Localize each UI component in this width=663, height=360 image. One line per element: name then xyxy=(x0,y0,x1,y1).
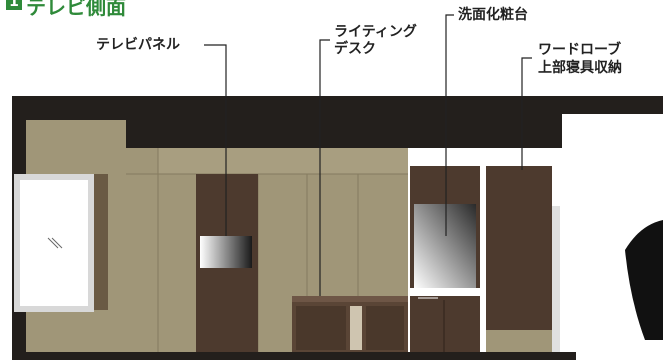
section-title: テレビ側面 xyxy=(26,0,126,19)
writing-desk-label-line1: ライティング xyxy=(334,24,417,40)
right-ceiling-extension xyxy=(576,96,663,114)
writing-desk-label-line2: デスク xyxy=(334,41,376,57)
vanity-label: 洗面化粧台 xyxy=(458,7,528,23)
writing-desk-leader-line xyxy=(319,39,330,296)
wardrobe-label-line2: 上部寝具収納 xyxy=(538,60,622,76)
tv-screen xyxy=(200,236,252,268)
wardrobe-label-line1: ワードローブ xyxy=(538,42,622,58)
section-number-badge: 1 xyxy=(6,0,22,10)
window-glass xyxy=(20,180,88,306)
window-curtain xyxy=(94,174,108,310)
vanity-mirror xyxy=(414,204,476,288)
wardrobe xyxy=(486,166,552,354)
tv-panel-label: テレビパネル xyxy=(96,37,180,53)
partition xyxy=(480,166,486,354)
vanity-leader-line xyxy=(445,14,454,236)
chair-silhouette xyxy=(625,220,663,340)
tv-panel-leader-line xyxy=(204,44,227,236)
wardrobe-leader-line xyxy=(521,57,532,170)
floor-line xyxy=(12,352,576,360)
wardrobe-base xyxy=(486,330,552,354)
upper-cabinet-panel xyxy=(158,148,408,174)
